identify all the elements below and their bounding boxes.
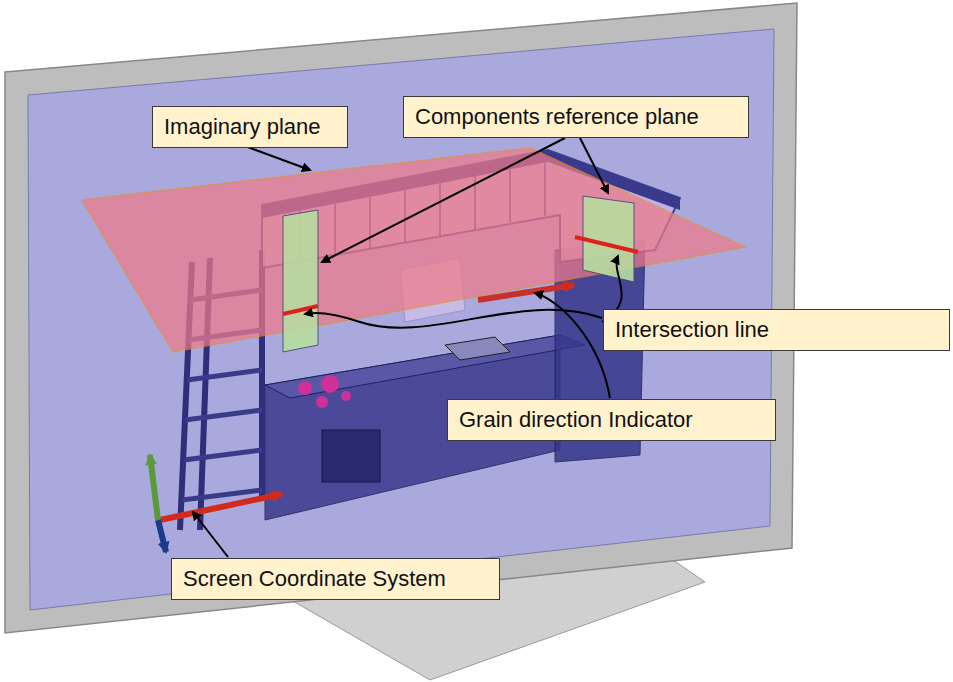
- callout-text: Imaginary plane: [164, 113, 336, 140]
- callout-box: Components reference plane: [403, 96, 749, 138]
- callout-box: Screen Coordinate System: [171, 558, 500, 600]
- callout-text: Intersection line: [615, 316, 938, 343]
- hob-ring: [316, 396, 328, 408]
- z-axis: [158, 520, 166, 552]
- callout-text: Components reference plane: [415, 103, 737, 130]
- grain-indicator: [478, 285, 574, 300]
- x-axis: [160, 494, 282, 520]
- callout-text: Grain direction Indicator: [459, 406, 764, 433]
- reference-plane: [283, 210, 318, 352]
- hob-ring: [341, 391, 351, 401]
- sink: [445, 337, 510, 360]
- intersection-line: [575, 237, 638, 252]
- hob-ring: [298, 381, 312, 395]
- callout-box: Intersection line: [603, 309, 950, 351]
- hob-ring: [321, 375, 339, 393]
- y-axis: [150, 455, 158, 520]
- oven: [322, 430, 380, 482]
- callout-text: Screen Coordinate System: [183, 565, 488, 592]
- callout-box: Imaginary plane: [152, 106, 348, 148]
- leader-lines: [193, 138, 622, 557]
- callout-box: Grain direction Indicator: [447, 399, 776, 441]
